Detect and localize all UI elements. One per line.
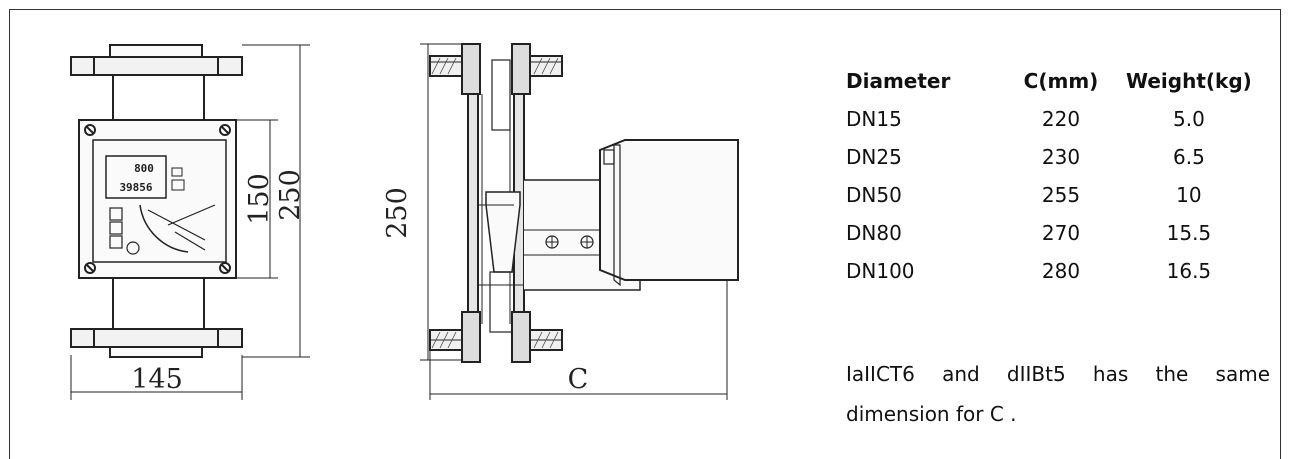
figure-frame xyxy=(9,9,1281,459)
dim-front-body-height: 150 xyxy=(244,173,275,225)
table-row: DN80 270 15.5 xyxy=(846,214,1252,252)
cell-weight: 16.5 xyxy=(1166,259,1212,283)
spec-header-row: Diameter C(mm) Weight(kg) xyxy=(846,62,1252,100)
header-diameter: Diameter xyxy=(846,69,951,93)
cell-diameter: DN50 xyxy=(846,183,902,207)
table-row: DN50 255 10 xyxy=(846,176,1252,214)
dimension-note: IaIICT6 and dIIBt5 has the same dimensio… xyxy=(846,362,1270,426)
dim-front-total-height: 250 xyxy=(275,169,306,221)
side-view xyxy=(429,43,739,363)
cell-c: 255 xyxy=(1041,183,1081,207)
cell-diameter: DN80 xyxy=(846,221,902,245)
cell-diameter: DN100 xyxy=(846,259,915,283)
table-row: DN25 230 6.5 xyxy=(846,138,1252,176)
cell-c: 230 xyxy=(1041,145,1081,169)
lcd-reading-top: 800 xyxy=(134,162,154,175)
lcd-reading-bottom: 39856 xyxy=(119,181,152,194)
side-dimension-lines xyxy=(420,43,728,400)
table-row: DN15 220 5.0 xyxy=(846,100,1252,138)
cell-c: 270 xyxy=(1041,221,1081,245)
table-row: DN100 280 16.5 xyxy=(846,252,1252,290)
dim-side-total-height: 250 xyxy=(382,187,413,239)
cell-weight: 5.0 xyxy=(1172,107,1205,131)
cell-weight: 10 xyxy=(1176,183,1202,207)
dim-front-width: 145 xyxy=(131,364,183,395)
front-dimension-lines xyxy=(70,44,310,400)
cell-weight: 6.5 xyxy=(1172,145,1205,169)
cell-weight: 15.5 xyxy=(1166,221,1212,245)
front-view xyxy=(70,44,243,358)
cell-diameter: DN25 xyxy=(846,145,902,169)
header-weight: Weight(kg) xyxy=(1126,69,1252,93)
header-c-mm: C(mm) xyxy=(1023,69,1099,93)
cell-diameter: DN15 xyxy=(846,107,902,131)
cell-c: 220 xyxy=(1041,107,1081,131)
dim-side-depth: C xyxy=(568,364,589,395)
spec-table: Diameter C(mm) Weight(kg) DN15 220 5.0 D… xyxy=(846,62,1252,290)
cell-c: 280 xyxy=(1041,259,1081,283)
